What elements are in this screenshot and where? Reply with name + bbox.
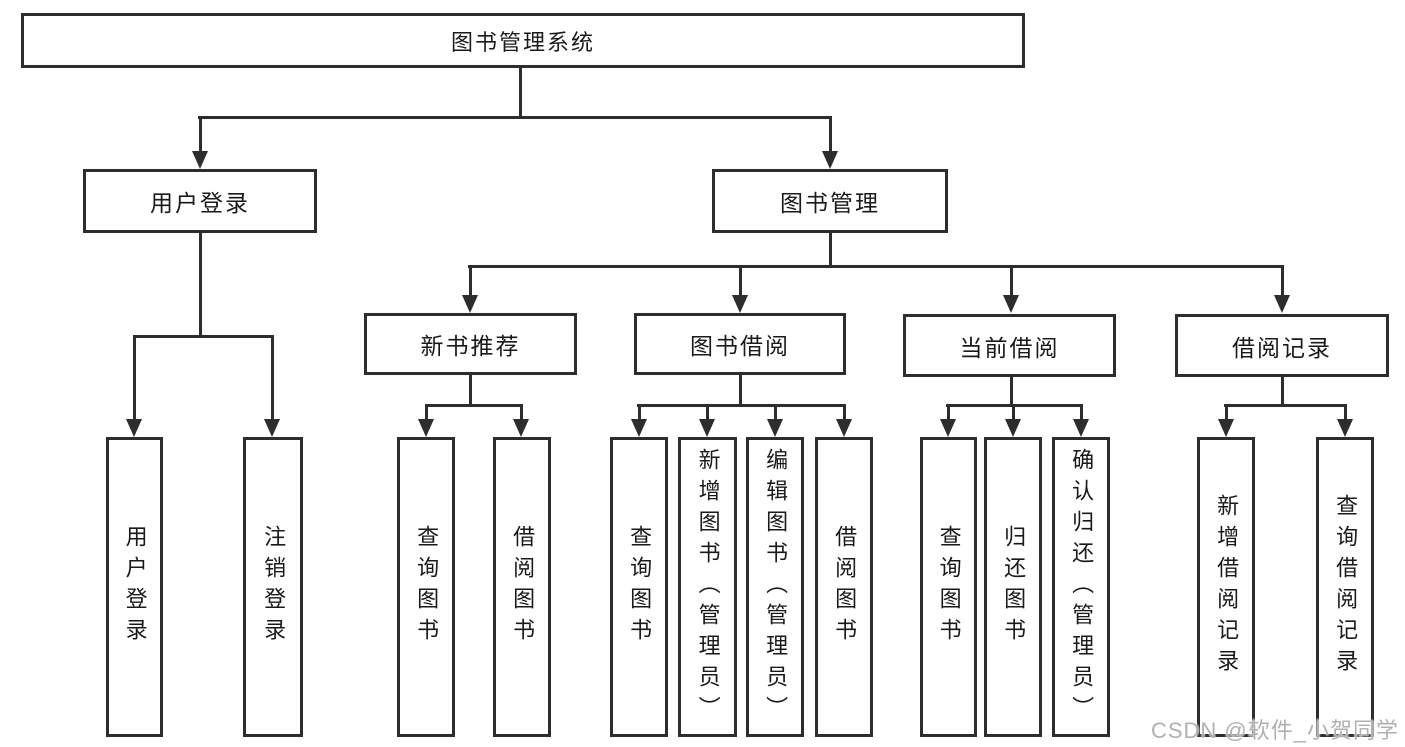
connector-line [1281, 265, 1284, 297]
connector-line [638, 404, 641, 421]
connector-line [843, 404, 846, 421]
arrow-down-icon [699, 419, 715, 437]
leaf-query-book-borrow: 查询图书 [610, 437, 668, 737]
node-borrow-records: 借阅记录 [1175, 314, 1389, 377]
arrow-down-icon [264, 419, 280, 437]
leaf-user-login-label: 用户登录 [122, 525, 148, 649]
leaf-return-book-label: 归还图书 [1001, 525, 1027, 649]
node-root-label: 图书管理系统 [450, 29, 595, 55]
connector-line [520, 404, 523, 421]
arrow-down-icon [1005, 419, 1021, 437]
connector-line [519, 68, 522, 118]
arrow-down-icon [192, 151, 208, 169]
leaf-edit-book-admin-label: 编辑图书（管理员） [763, 447, 789, 727]
arrow-down-icon [462, 295, 478, 313]
leaf-borrow-book: 借阅图书 [815, 437, 873, 737]
connector-line [829, 233, 832, 267]
connector-line [1010, 377, 1013, 406]
leaf-logout: 注销登录 [243, 437, 303, 737]
leaf-query-book-recommend: 查询图书 [397, 437, 455, 737]
leaf-borrow-book-label: 借阅图书 [832, 525, 858, 649]
leaf-query-book-borrow-label: 查询图书 [627, 525, 653, 649]
connector-line [425, 404, 428, 421]
connector-line [637, 404, 845, 407]
connector-line [198, 116, 831, 119]
node-current-borrow-label: 当前借阅 [959, 334, 1060, 361]
node-book-management-label: 图书管理 [780, 190, 880, 216]
connector-line [133, 335, 274, 338]
leaf-query-book-current-label: 查询图书 [936, 525, 962, 649]
arrow-down-icon [732, 295, 748, 313]
leaf-query-borrow-record-label: 查询借阅记录 [1333, 494, 1359, 680]
node-borrow-records-label: 借阅记录 [1232, 334, 1332, 361]
connector-line [1344, 404, 1347, 421]
leaf-query-borrow-record: 查询借阅记录 [1316, 437, 1374, 737]
connector-line [947, 404, 950, 421]
connector-line [1010, 265, 1013, 297]
leaf-borrow-book-recommend: 借阅图书 [493, 437, 551, 737]
node-user-login: 用户登录 [83, 169, 317, 233]
connector-line [774, 404, 777, 421]
connector-line [706, 404, 709, 421]
arrow-down-icon [631, 419, 647, 437]
leaf-add-book-admin-label: 新增图书（管理员） [695, 447, 721, 727]
watermark: CSDN @软件_小贺同学 [1150, 718, 1399, 743]
connector-line [739, 375, 742, 406]
node-root: 图书管理系统 [21, 13, 1025, 68]
leaf-add-book-admin: 新增图书（管理员） [678, 437, 737, 737]
arrow-down-icon [418, 419, 434, 437]
arrow-down-icon [1003, 295, 1019, 313]
connector-line [1281, 377, 1284, 406]
leaf-add-borrow-record-label: 新增借阅记录 [1214, 494, 1240, 680]
leaf-confirm-return-admin-label: 确认归还（管理员） [1069, 447, 1095, 727]
arrow-down-icon [1218, 419, 1234, 437]
connector-line [199, 233, 202, 335]
leaf-return-book: 归还图书 [984, 437, 1042, 737]
node-user-login-label: 用户登录 [150, 190, 250, 216]
connector-line [469, 265, 472, 297]
leaf-borrow-book-recommend-label: 借阅图书 [510, 525, 536, 649]
arrow-down-icon [1337, 419, 1353, 437]
leaf-logout-label: 注销登录 [261, 525, 287, 649]
node-book-management: 图书管理 [712, 169, 948, 233]
arrow-down-icon [1073, 419, 1089, 437]
node-current-borrow: 当前借阅 [903, 314, 1116, 377]
connector-line [1225, 404, 1228, 421]
leaf-add-borrow-record: 新增借阅记录 [1197, 437, 1255, 737]
leaf-query-book-current: 查询图书 [920, 437, 977, 737]
arrow-down-icon [767, 419, 783, 437]
connector-line [271, 335, 274, 421]
leaf-user-login: 用户登录 [106, 437, 163, 737]
arrow-down-icon [940, 419, 956, 437]
leaf-query-book-recommend-label: 查询图书 [414, 525, 440, 649]
connector-line [1012, 404, 1015, 421]
node-new-book-recommend: 新书推荐 [364, 313, 577, 375]
connector-line [425, 404, 523, 407]
arrow-down-icon [126, 419, 142, 437]
arrow-down-icon [822, 151, 838, 169]
connector-line [469, 375, 472, 406]
connector-line [739, 265, 742, 297]
arrow-down-icon [1274, 295, 1290, 313]
arrow-down-icon [513, 419, 529, 437]
node-book-borrow: 图书借阅 [634, 313, 846, 375]
arrow-down-icon [836, 419, 852, 437]
leaf-confirm-return-admin: 确认归还（管理员） [1052, 437, 1110, 737]
node-book-borrow-label: 图书借阅 [690, 333, 790, 359]
connector-line [1224, 404, 1346, 407]
connector-line [1080, 404, 1083, 421]
leaf-edit-book-admin: 编辑图书（管理员） [746, 437, 804, 737]
node-new-book-recommend-label: 新书推荐 [420, 333, 521, 359]
connector-line [829, 116, 832, 152]
connector-line [468, 265, 1281, 268]
connector-line [133, 335, 136, 421]
connector-line [199, 116, 202, 152]
